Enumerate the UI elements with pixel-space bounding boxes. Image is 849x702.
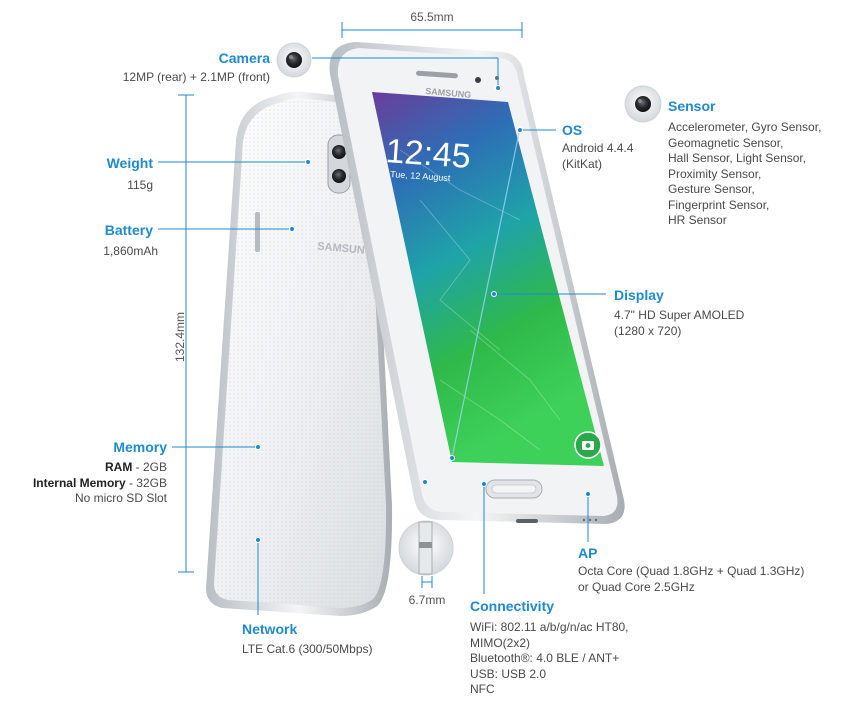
ap-desc: Octa Core (Quad 1.8GHz + Quad 1.3GHz) or… [578,564,805,594]
weight-title: Weight [106,155,153,171]
width-label: 65.5mm [410,10,454,24]
network-title: Network [242,621,298,637]
os-title: OS [562,122,583,138]
camera-desc: 12MP (rear) + 2.1MP (front) [122,70,270,84]
display-title: Display [614,287,664,303]
ap-title: AP [578,545,598,561]
height-label: 132.4mm [173,311,187,363]
back-brand-logo: SAMSUNG [317,241,374,258]
os-desc: Android 4.4.4 (KitKat) [562,141,634,171]
battery-title: Battery [104,222,153,238]
connectivity-title: Connectivity [470,598,555,614]
height-guide [178,94,194,573]
memory-title: Memory [113,439,167,455]
sensor-icon [624,85,662,123]
sensor-title: Sensor [668,98,716,114]
phone-front: SAMSUNG 12:45 Tue, 12 August [329,42,625,524]
sensor-desc: Accelerometer, Gyro Sensor, Geomagnetic … [668,120,822,227]
weight-desc: 115g [127,178,153,192]
lock-date: Tue, 12 August [390,169,451,183]
display-desc: 4.7" HD Super AMOLED (1280 x 720) [614,308,745,338]
front-brand-logo: SAMSUNG [425,86,472,100]
network-desc: LTE Cat.6 (300/50Mbps) [242,642,373,656]
thickness-magnifier [398,520,454,576]
camera-title: Camera [218,50,270,66]
thickness-guide [421,576,433,588]
width-guide [341,22,523,38]
connectivity-desc: WiFi: 802.11 a/b/g/n/ac HT80, MIMO(2x2) … [470,620,629,696]
phone-back: SAMSUNG [206,91,393,616]
camera-lens-icon [276,42,312,78]
memory-desc: RAM - 2GB Internal Memory - 32GB No micr… [32,460,167,505]
lock-clock: 12:45 [384,132,472,176]
thickness-label: 6.7mm [408,593,446,607]
battery-desc: 1,860mAh [103,244,158,258]
